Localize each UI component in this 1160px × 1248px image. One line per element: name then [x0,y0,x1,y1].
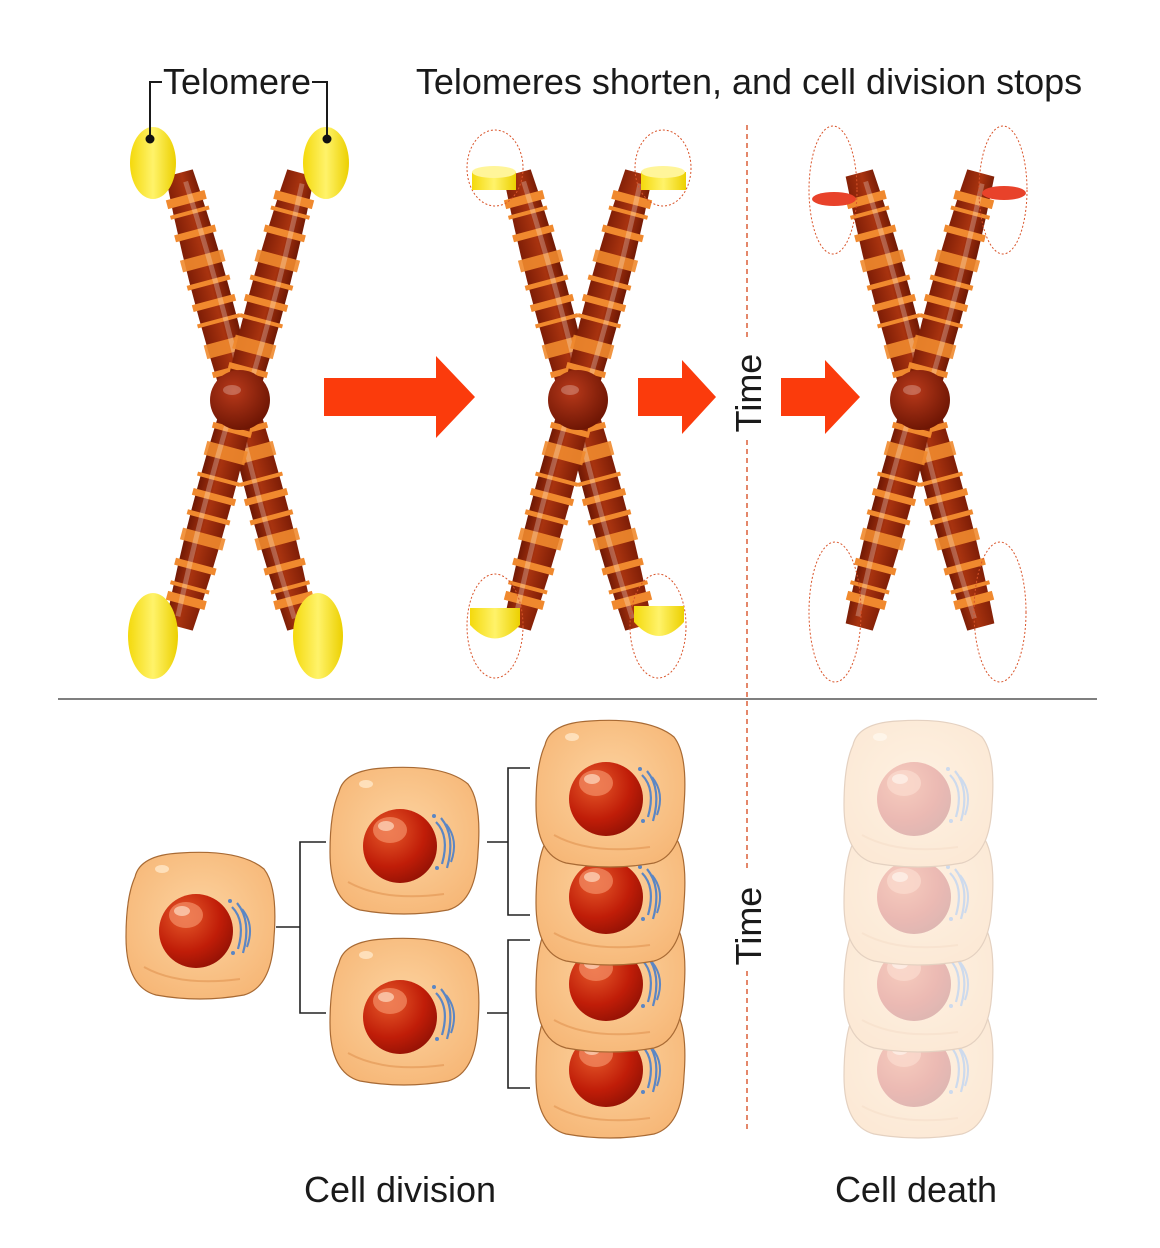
chromosome-full-telomeres [158,167,322,632]
dead-cells [842,719,994,1140]
telomere-label: Telomere [163,61,311,102]
cell [124,851,276,1001]
telomere-pointer [145,81,332,144]
telomere-spent-cap [812,186,1026,206]
telomere-cap [128,127,349,679]
cell [534,719,686,869]
arrow-icon [638,360,716,434]
cell [328,937,480,1087]
arrow-icon [324,356,475,438]
telomere-outline [466,129,692,679]
time-label-bottom: Time [728,887,769,966]
cell [842,719,994,869]
telomere-cap [470,166,686,639]
chromosome-short-telomeres [496,167,660,632]
arrow-icon [781,360,860,434]
cell-death-label: Cell death [835,1169,997,1210]
cell [328,766,480,916]
telomere-outline [808,125,1028,683]
cell-division-label: Cell division [304,1169,496,1210]
time-label-top: Time [728,354,769,433]
diagram-heading: Telomeres shorten, and cell division sto… [416,61,1082,102]
chromosome-no-telomeres [838,167,1002,632]
division-bracket [276,767,530,1089]
